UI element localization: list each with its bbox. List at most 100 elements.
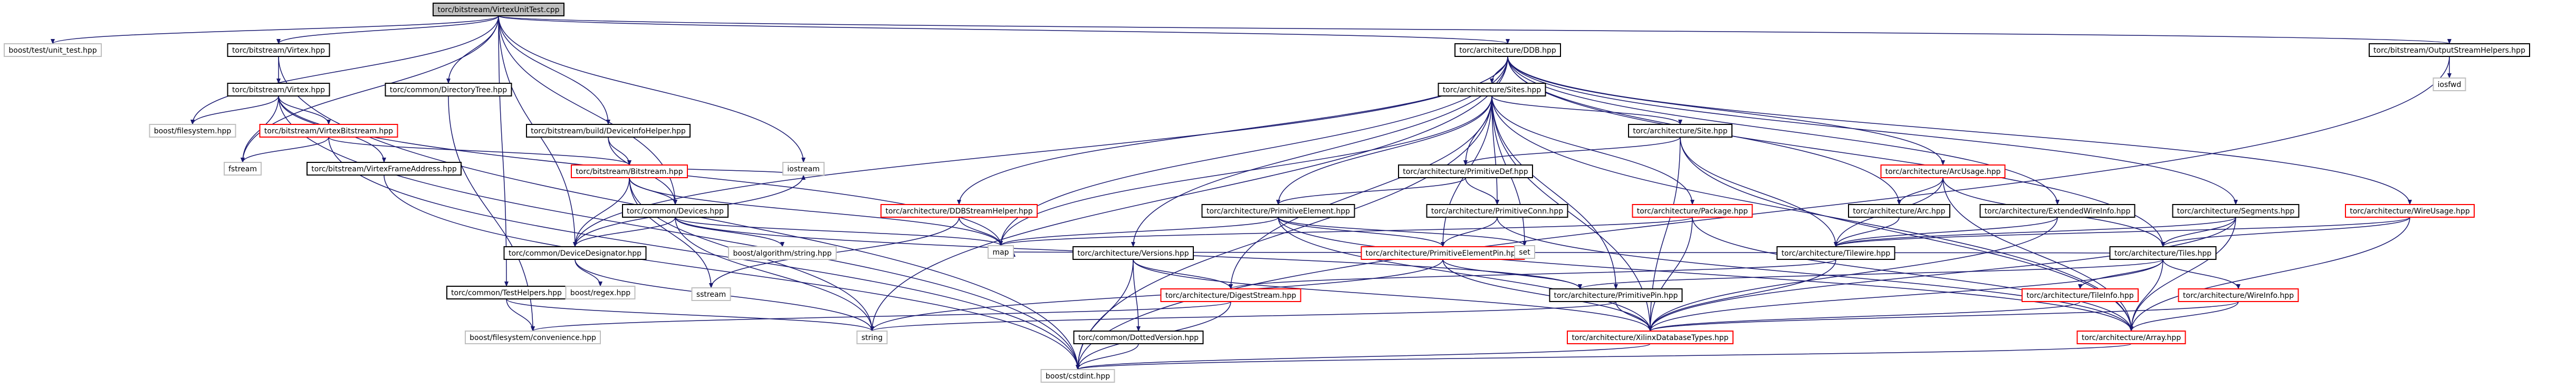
node-primitive-def[interactable]: torc/architecture/PrimitiveDef.hpp xyxy=(1398,164,1533,178)
node-label: torc/architecture/TileInfo.hpp xyxy=(2026,292,2133,300)
edge-devices-to-device_designator xyxy=(573,217,676,247)
node-test-helpers[interactable]: torc/common/TestHelpers.hpp xyxy=(446,286,567,299)
edge-root-to-device_info_helper xyxy=(498,15,610,125)
edge-device_designator-to-boost_regex xyxy=(574,259,602,287)
node-label: torc/architecture/Versions.hpp xyxy=(1077,249,1189,258)
node-box xyxy=(2178,288,2299,302)
node-sites[interactable]: torc/architecture/Sites.hpp xyxy=(1438,83,1546,96)
node-dotted-version[interactable]: torc/common/DottedVersion.hpp xyxy=(1073,331,1204,344)
node-wire-info[interactable]: torc/architecture/WireInfo.hpp xyxy=(2178,288,2299,302)
node-device-info-helper[interactable]: torc/bitstream/build/DeviceInfoHelper.hp… xyxy=(526,124,691,138)
edge-tiles-to-xilinx_db_types xyxy=(1648,259,2163,332)
node-box xyxy=(880,204,1038,218)
node-boost-filesystem: boost/filesystem.hpp xyxy=(149,124,236,138)
node-label: torc/common/DirectoryTree.hpp xyxy=(390,86,507,94)
node-tilewire[interactable]: torc/architecture/Tilewire.hpp xyxy=(1776,246,1895,260)
node-box xyxy=(988,245,1014,259)
node-label: boost/test/unit_test.hpp xyxy=(8,46,97,55)
node-root[interactable]: torc/bitstream/VirtexUnitTest.cpp xyxy=(433,3,564,16)
node-box xyxy=(2345,204,2475,218)
edge-root-to-ddb xyxy=(498,15,1510,44)
node-label: map xyxy=(992,248,1009,257)
node-box xyxy=(526,124,691,138)
node-label: torc/architecture/DDB.hpp xyxy=(1459,46,1556,55)
node-arc-usage[interactable]: torc/architecture/ArcUsage.hpp xyxy=(1880,164,2006,178)
node-label: boost/filesystem/convenience.hpp xyxy=(470,334,596,342)
node-string: string xyxy=(856,331,888,344)
edge-virtex_bitstream-to-fstream xyxy=(241,137,329,163)
edge-primitive_def-to-primitive_element xyxy=(1276,177,1466,205)
node-device-designator[interactable]: torc/common/DeviceDesignator.hpp xyxy=(503,246,647,260)
node-label: boost/cstdint.hpp xyxy=(1046,372,1110,381)
node-prim-elem-pin[interactable]: torc/architecture/PrimitiveElementPin.hp… xyxy=(1361,246,1525,260)
node-digest-stream[interactable]: torc/architecture/DigestStream.hpp xyxy=(1160,288,1301,302)
node-label: torc/bitstream/Virtex.hpp xyxy=(232,46,325,55)
node-box xyxy=(782,162,825,176)
node-box xyxy=(2109,246,2217,260)
node-label: torc/common/DeviceDesignator.hpp xyxy=(509,249,641,258)
node-virtex-hpp[interactable]: torc/bitstream/Virtex.hpp xyxy=(227,43,330,57)
node-box xyxy=(622,204,729,218)
node-array[interactable]: torc/architecture/Array.hpp xyxy=(2076,331,2186,344)
edge-root-to-boost_filesystem xyxy=(190,15,499,125)
edge-ext_wire_info-to-tilewire xyxy=(1834,217,2058,247)
node-label: torc/bitstream/VirtexFrameAddress.hpp xyxy=(311,165,457,173)
edge-primitive_element-to-array xyxy=(1278,217,2133,332)
node-box xyxy=(856,331,888,344)
node-ext-wire-info[interactable]: torc/architecture/ExtendedWireInfo.hpp xyxy=(1979,204,2136,218)
node-box xyxy=(1628,124,1732,138)
node-box xyxy=(571,164,688,178)
node-box xyxy=(2076,331,2186,344)
node-label: torc/architecture/WireUsage.hpp xyxy=(2350,207,2470,216)
edge-tile_info-to-xilinx_db_types xyxy=(1648,301,2081,332)
node-ddb[interactable]: torc/architecture/DDB.hpp xyxy=(1454,43,1561,57)
node-virtex-hpp2[interactable]: torc/bitstream/Virtex.hpp xyxy=(227,83,330,96)
edge-segments-to-array xyxy=(2129,217,2236,332)
node-primitive-conn[interactable]: torc/architecture/PrimitiveConn.hpp xyxy=(1426,204,1568,218)
node-arc[interactable]: torc/architecture/Arc.hpp xyxy=(1848,204,1950,218)
node-label: boost/filesystem.hpp xyxy=(154,127,232,135)
edge-arc_usage-to-array xyxy=(1942,177,2133,332)
node-box xyxy=(2022,288,2139,302)
node-box xyxy=(1848,204,1950,218)
node-label: boost/regex.hpp xyxy=(570,289,630,297)
node-segments[interactable]: torc/architecture/Segments.hpp xyxy=(2172,204,2300,218)
node-xilinx-db-types[interactable]: torc/architecture/XilinxDatabaseTypes.hp… xyxy=(1567,331,1734,344)
node-out-stream-helpers[interactable]: torc/bitstream/OutputStreamHelpers.hpp xyxy=(2369,43,2530,57)
node-virtex-frame-address[interactable]: torc/bitstream/VirtexFrameAddress.hpp xyxy=(307,162,462,176)
edge-primitive_def-to-primitive_conn xyxy=(1465,177,1499,205)
node-tiles[interactable]: torc/architecture/Tiles.hpp xyxy=(2109,246,2217,260)
node-dir-tree[interactable]: torc/common/DirectoryTree.hpp xyxy=(385,83,512,96)
nodes-layer: torc/bitstream/VirtexUnitTest.cpp boost/t… xyxy=(4,3,2530,383)
node-box xyxy=(259,124,398,138)
edge-tiles-to-array xyxy=(2129,259,2163,332)
edge-site-to-tilewire xyxy=(1680,137,1838,247)
node-box xyxy=(728,246,837,260)
node-site[interactable]: torc/architecture/Site.hpp xyxy=(1628,124,1732,138)
edge-root-to-test_helpers xyxy=(498,15,509,287)
edge-sites-to-digest_stream xyxy=(1229,95,1492,289)
node-tile-info[interactable]: torc/architecture/TileInfo.hpp xyxy=(2022,288,2139,302)
edge-root-to-fstream xyxy=(241,15,499,163)
node-ddb-stream-helper[interactable]: torc/architecture/DDBStreamHelper.hpp xyxy=(880,204,1038,218)
edge-sites-to-primitive_conn xyxy=(1491,95,1499,205)
node-bitstream[interactable]: torc/bitstream/Bitstream.hpp xyxy=(571,164,688,178)
node-label: torc/architecture/Arc.hpp xyxy=(1853,207,1945,216)
node-package[interactable]: torc/architecture/Package.hpp xyxy=(1632,204,1753,218)
node-label: torc/architecture/Tiles.hpp xyxy=(2114,249,2211,258)
edge-bitstream-to-device_designator xyxy=(573,177,630,247)
node-primitive-pin[interactable]: torc/architecture/PrimitivePin.hpp xyxy=(1549,288,1683,302)
node-virtex-bitstream[interactable]: torc/bitstream/VirtexBitstream.hpp xyxy=(259,124,398,138)
node-box xyxy=(227,43,330,57)
node-versions[interactable]: torc/architecture/Versions.hpp xyxy=(1072,246,1194,260)
node-devices[interactable]: torc/common/Devices.hpp xyxy=(622,204,729,218)
edge-ddb_stream_helper-to-map xyxy=(959,217,1003,246)
node-wire-usage[interactable]: torc/architecture/WireUsage.hpp xyxy=(2345,204,2475,218)
edge-ddb-to-string xyxy=(870,56,1508,332)
edge-ddb-to-ext_wire_info xyxy=(1507,56,2060,205)
node-box xyxy=(4,43,102,57)
node-box xyxy=(465,331,601,344)
edge-root-to-out_stream_helpers xyxy=(498,15,2451,44)
node-primitive-element[interactable]: torc/architecture/PrimitiveElement.hpp xyxy=(1201,204,1355,218)
node-label: boost/algorithm/string.hpp xyxy=(733,249,831,258)
